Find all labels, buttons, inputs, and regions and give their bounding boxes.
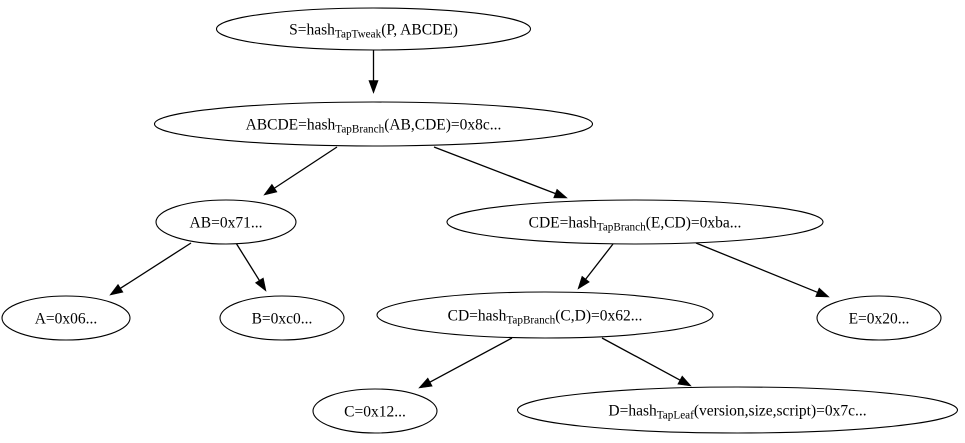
edges-layer <box>109 50 830 389</box>
edge-line <box>118 242 192 290</box>
edge-cde-to-e <box>695 242 830 298</box>
arrowhead-icon <box>263 183 278 196</box>
node-cd[interactable] <box>376 291 714 339</box>
node-cde[interactable] <box>446 199 824 245</box>
edge-line <box>235 242 261 283</box>
edge-cde-to-cd <box>577 243 614 290</box>
nodes-layer <box>1 7 959 434</box>
edge-abcde-to-cde <box>433 146 568 199</box>
node-s[interactable] <box>215 7 532 51</box>
edge-line <box>601 337 683 382</box>
edge-cd-to-c <box>418 337 513 389</box>
edge-abcde-to-ab <box>263 146 338 196</box>
node-ab[interactable] <box>155 199 297 245</box>
edge-ab-to-b <box>235 242 267 292</box>
arrowhead-icon <box>418 377 433 389</box>
edge-line <box>272 146 338 190</box>
edge-line <box>433 146 558 195</box>
node-d[interactable] <box>516 386 959 434</box>
node-a[interactable] <box>1 295 131 341</box>
edge-line <box>695 242 820 294</box>
edge-ab-to-a <box>109 242 192 296</box>
node-abcde[interactable] <box>153 101 594 147</box>
edge-s-to-abcde <box>368 50 379 94</box>
arrowhead-icon <box>677 375 692 387</box>
arrowhead-icon <box>815 287 830 298</box>
edge-line <box>427 337 513 384</box>
arrowhead-icon <box>254 277 267 292</box>
arrowhead-icon <box>553 188 568 199</box>
arrowhead-icon <box>109 283 124 296</box>
arrowhead-icon <box>368 80 379 94</box>
node-c[interactable] <box>312 388 438 434</box>
arrowhead-icon <box>577 275 590 290</box>
edge-line <box>583 243 614 282</box>
node-b[interactable] <box>219 295 345 341</box>
edge-cd-to-d <box>601 337 692 387</box>
node-e[interactable] <box>816 295 942 341</box>
